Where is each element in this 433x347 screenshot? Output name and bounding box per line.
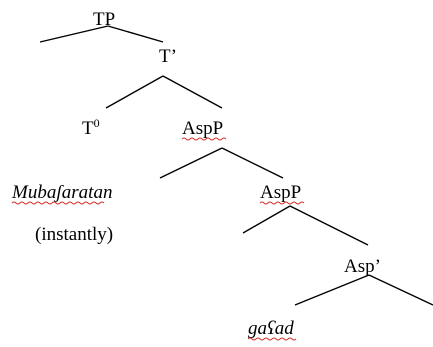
underline-verb — [247, 337, 297, 341]
node-adverb-gloss: (instantly) — [35, 224, 113, 245]
underline-aspp-lower — [259, 201, 305, 205]
spellcheck-underlines — [11, 137, 305, 341]
branch-tp-left — [39, 25, 109, 43]
node-tp: TP — [93, 9, 115, 30]
node-aspp-lower: AspP — [260, 182, 301, 203]
underline-adverb — [11, 201, 105, 205]
branch-aspp-adverb — [159, 147, 223, 179]
tree-branches — [39, 25, 433, 306]
node-t-bar: T’ — [159, 46, 177, 67]
branch-tbar-t0 — [105, 75, 164, 109]
branch-aspp2-left — [242, 205, 291, 234]
branch-aspp2-aspbar — [289, 205, 369, 246]
node-asp-bar: Asp’ — [344, 256, 381, 277]
node-t-zero-superscript: 0 — [94, 116, 100, 130]
branch-aspbar-verb — [294, 274, 370, 306]
node-t-zero-base: T — [82, 118, 94, 139]
node-adverb: Mubaʃaratan — [11, 182, 112, 203]
node-aspp-upper: AspP — [182, 118, 223, 139]
branch-tbar-aspp — [162, 75, 223, 109]
branch-aspp-aspp — [221, 147, 284, 179]
branch-tp-tbar — [107, 25, 164, 43]
node-t-zero: T0 — [82, 116, 100, 139]
branch-aspbar-right — [368, 274, 433, 306]
node-verb: gaʕad — [248, 318, 294, 339]
underline-aspp-upper — [181, 137, 227, 141]
